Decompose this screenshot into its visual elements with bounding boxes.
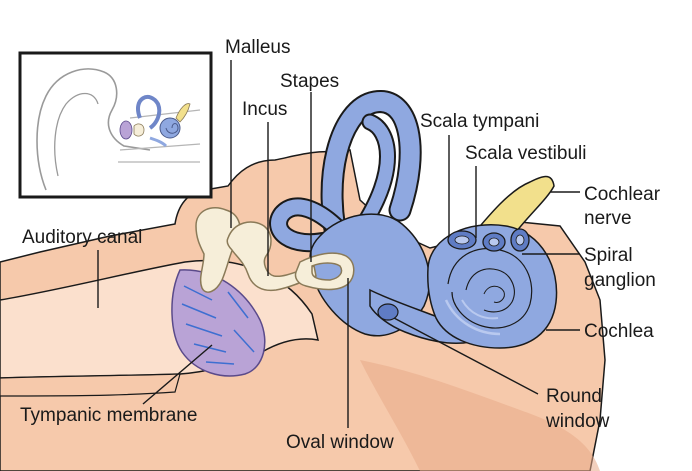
inset-labyrinth: [136, 95, 162, 130]
tympanic-membrane: [171, 269, 266, 377]
label-malleus: Malleus: [225, 37, 291, 58]
label-spiral-ganglion-line1: Spiral: [584, 245, 633, 266]
label-round-window-line2: window: [546, 411, 610, 432]
label-scala-tympani: Scala tympani: [420, 111, 540, 132]
scala-vestibuli: [482, 232, 506, 252]
cochlea-spiral: [427, 224, 558, 349]
inset-nerve: [175, 103, 191, 123]
label-spiral-ganglion-line2: ganglion: [584, 270, 656, 291]
tympanic-membrane-fibers: [181, 285, 255, 365]
label-incus: Incus: [242, 99, 288, 120]
canal-lower-wall: [0, 373, 181, 397]
leader-lines: [97, 60, 580, 428]
label-cochlea: Cochlea: [584, 321, 654, 342]
tissue-shading: [360, 360, 600, 471]
label-cochlear-nerve-line1: Cochlear: [584, 184, 661, 205]
round-window: [377, 303, 399, 321]
malleus-bone: [195, 206, 241, 293]
label-oval-window: Oval window: [286, 432, 394, 453]
leader-round-window: [393, 317, 539, 395]
label-tympanic-membrane: Tympanic membrane: [20, 405, 198, 426]
semicircular-canals: [269, 90, 422, 264]
spiral-ganglion: [510, 228, 530, 252]
label-cochlear-nerve-line2: nerve: [584, 208, 632, 229]
leader-tympanic-membrane: [142, 344, 213, 405]
inset-overview: [18, 51, 213, 199]
scala-tympani: [447, 230, 477, 250]
label-stapes: Stapes: [280, 71, 340, 92]
label-auditory-canal: Auditory canal: [22, 227, 143, 248]
label-scala-vestibuli: Scala vestibuli: [465, 143, 587, 164]
label-round-window-line1: Round: [546, 386, 602, 407]
incus-bone: [226, 221, 317, 292]
inset-outer-ear: [36, 68, 151, 191]
